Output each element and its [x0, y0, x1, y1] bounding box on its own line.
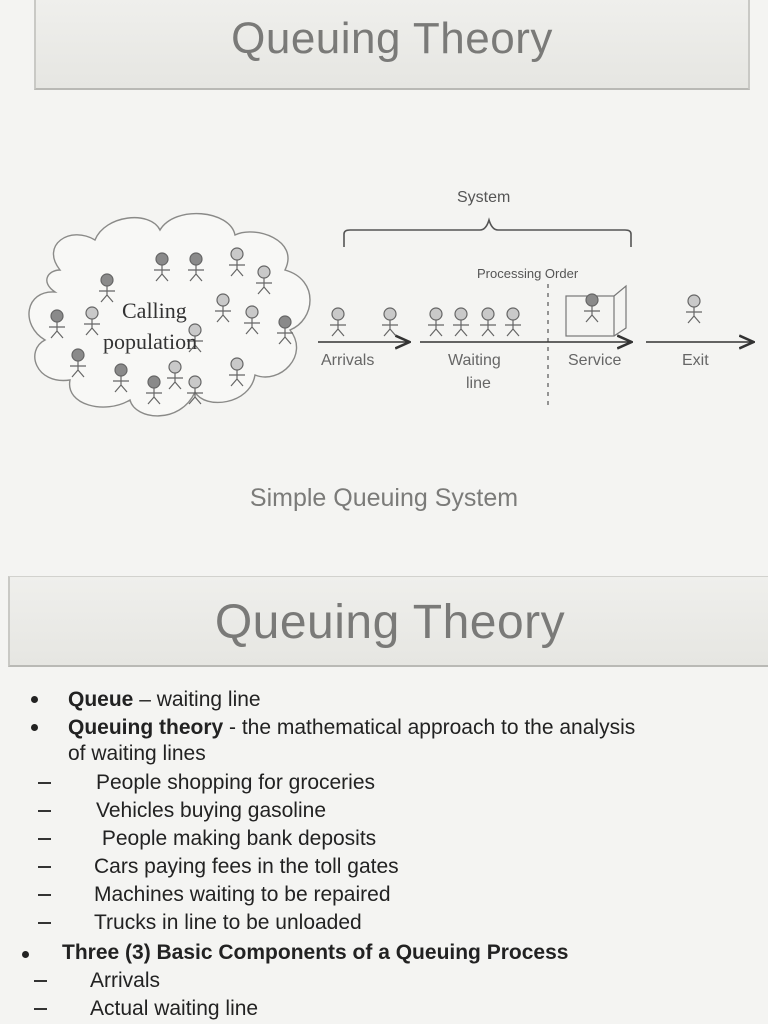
example-item: Trucks in line to be unloaded — [94, 911, 362, 934]
population-figures — [49, 247, 293, 405]
dash-marker — [34, 1008, 47, 1010]
bullet-queuing-theory-cont: of waiting lines — [68, 742, 206, 765]
person-figure — [382, 307, 398, 337]
dash-marker — [38, 922, 51, 924]
dash-marker — [38, 782, 51, 784]
dash-marker — [38, 866, 51, 868]
bottom-slide-title: Queuing Theory — [214, 595, 566, 649]
bullet-dot — [22, 951, 29, 958]
person-figure — [167, 360, 183, 390]
arrivals-label: Arrivals — [321, 352, 374, 369]
person-figure — [330, 307, 346, 337]
bullet-dot — [31, 696, 38, 703]
example-item: Vehicles buying gasoline — [96, 799, 326, 822]
person-figure — [187, 375, 203, 405]
person-figure — [584, 293, 600, 323]
dash-marker — [38, 838, 51, 840]
exit-label: Exit — [682, 352, 709, 369]
diagram-caption: Simple Queuing System — [249, 484, 519, 512]
person-figure — [84, 306, 100, 336]
dash-marker — [38, 894, 51, 896]
queue-figures — [330, 293, 702, 337]
bottom-title-band: Queuing Theory — [8, 576, 768, 667]
person-figure — [146, 375, 162, 405]
person-figure — [277, 315, 293, 345]
example-item: People making bank deposits — [96, 827, 377, 850]
component-item: Actual waiting line — [90, 997, 259, 1020]
person-figure — [215, 293, 231, 323]
top-title-band: Queuing Theory — [34, 0, 750, 90]
person-figure — [229, 357, 245, 387]
service-label: Service — [568, 352, 621, 369]
queue-term: Queue — [68, 688, 134, 711]
person-figure — [70, 348, 86, 378]
person-figure — [113, 363, 129, 393]
queue-definition: – waiting line — [133, 688, 261, 711]
person-figure — [188, 252, 204, 282]
component-item: Arrivals — [90, 969, 161, 992]
queuing-theory-definition: - the mathematical approach to the analy… — [223, 716, 636, 739]
system-brace — [343, 217, 632, 247]
person-figure — [480, 307, 496, 337]
components-term: Three (3) Basic Components of a Queuing … — [62, 941, 569, 964]
example-item: People shopping for groceries — [96, 771, 376, 794]
person-figure — [505, 307, 521, 337]
top-slide-title: Queuing Theory — [231, 14, 553, 63]
bullet-queuing-theory: Queuing theory - the mathematical approa… — [68, 714, 635, 742]
person-figure — [686, 294, 702, 324]
waiting-label-line1: Waiting — [448, 352, 501, 369]
example-item: Machines waiting to be repaired — [94, 883, 391, 906]
bullet-queue: Queue – waiting line — [68, 686, 261, 714]
queuing-theory-term: Queuing theory — [68, 716, 224, 739]
person-figure — [244, 305, 260, 335]
dash-marker — [34, 980, 47, 982]
waiting-label-line2: line — [466, 375, 491, 392]
person-figure — [187, 323, 203, 353]
bullet-dot — [31, 724, 38, 731]
person-figure — [49, 309, 65, 339]
processing-order-label: Processing Order — [477, 266, 579, 281]
person-figure — [453, 307, 469, 337]
calling-label-line1: Calling — [122, 298, 187, 323]
queuing-diagram: Calling population System Processing Ord… — [28, 189, 768, 417]
person-figure — [229, 247, 245, 277]
person-figure — [256, 265, 272, 295]
example-item: Cars paying fees in the toll gates — [94, 855, 399, 878]
person-figure — [428, 307, 444, 337]
system-label: System — [457, 189, 510, 206]
bullet-components: Three (3) Basic Components of a Queuing … — [62, 939, 568, 967]
dash-marker — [38, 810, 51, 812]
person-figure — [99, 273, 115, 303]
person-figure — [154, 252, 170, 282]
calling-label-line2: population — [103, 329, 197, 354]
